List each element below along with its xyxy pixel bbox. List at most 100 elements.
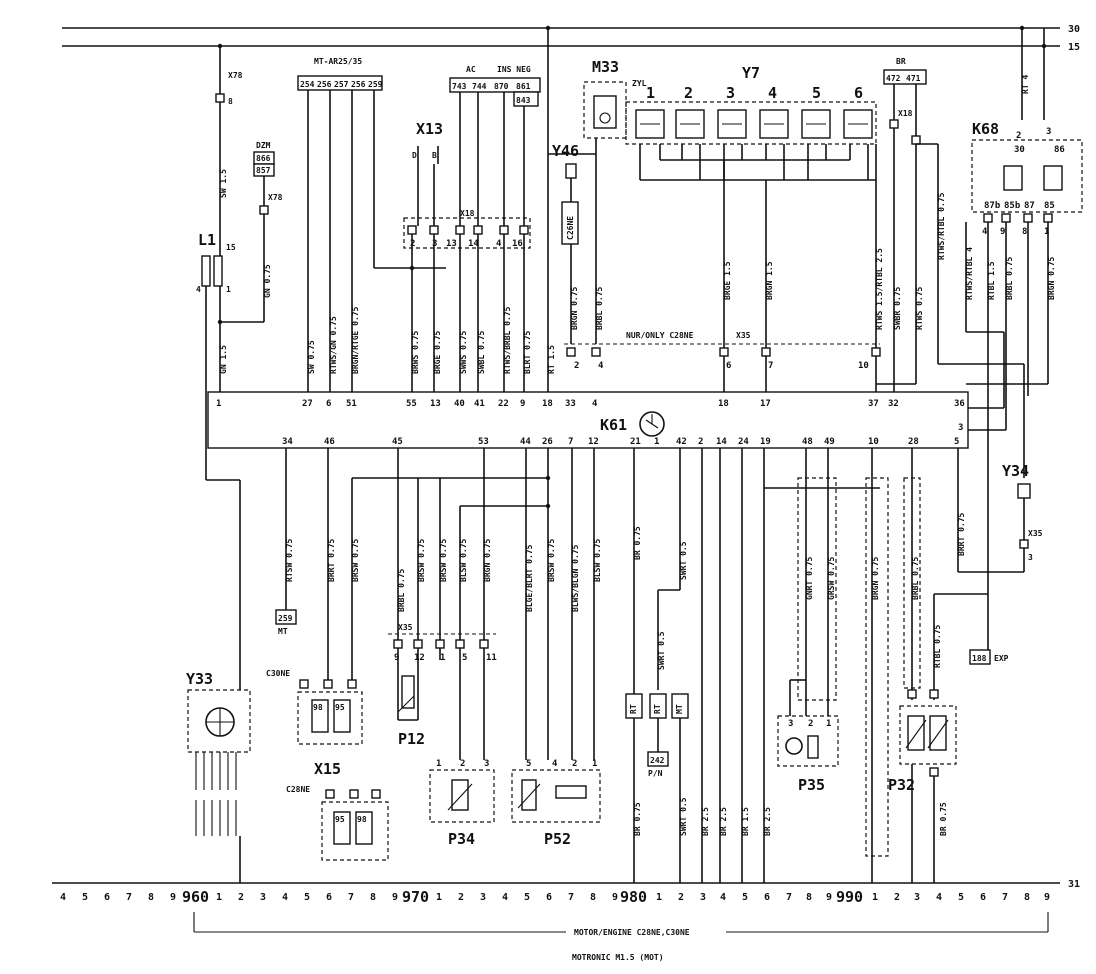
- footer-bracket: MOTOR/ENGINE C28NE,C30NE MOTRONIC M1.5 (…: [193, 912, 1049, 962]
- k61-top-pin-18a: 18: [542, 399, 553, 409]
- wire-label-gnd-br25c: BR 2.5: [763, 807, 772, 836]
- wire-label-brgn-p34: BRGN 0.75: [483, 538, 492, 582]
- wire-label-brgn15: BRGN 1.5: [765, 261, 774, 300]
- k61-top-pin-40: 40: [454, 399, 465, 409]
- mt-ref-259: 259: [368, 80, 383, 89]
- zyl-label: ZYL: [632, 79, 647, 88]
- scale-960: 960: [182, 888, 209, 906]
- wire-label-brsw-b: BRSW 0.75: [439, 538, 448, 582]
- wire-label-rtws-gn: RTWS/GN 0.75: [329, 316, 338, 374]
- svg-text:95: 95: [335, 815, 345, 824]
- wire-label-rtws-rtbl: RTWS 1.5/RTBL 2.5: [875, 248, 884, 330]
- scale-962: 2: [238, 892, 244, 903]
- svg-text:95: 95: [335, 703, 345, 712]
- mt-ref-254: 254: [300, 80, 315, 89]
- svg-text:1: 1: [226, 285, 231, 294]
- scale-976: 6: [546, 892, 552, 903]
- ac-ref-743: 743: [452, 82, 467, 91]
- y46-label: Y46: [552, 142, 579, 160]
- scale-4: 4: [60, 892, 66, 903]
- k68-pin-2: 2: [1016, 131, 1021, 141]
- k68-pin-8: 8: [1022, 227, 1027, 237]
- c30ne-label: C30NE: [266, 669, 290, 678]
- scale-968: 8: [370, 892, 376, 903]
- x18-pin-4: 4: [496, 239, 502, 249]
- x35-mid-pin-2: 2: [574, 361, 579, 371]
- wire-label-rtws-rtbl4: RTWS/RTBL 4: [965, 247, 974, 300]
- ref-242: 242: [650, 756, 665, 765]
- x18-pin-16: 16: [512, 239, 523, 249]
- mt-ar-refs: MT-AR25/35 254 256 257 256 259 SW 0.75 R…: [297, 57, 446, 392]
- wire-label-brbl-m33: BRBL 0.75: [595, 286, 604, 330]
- ref-pn: P/N: [648, 769, 663, 778]
- mt-ref-256a: 256: [317, 80, 332, 89]
- k61-top-pin-17: 17: [760, 399, 771, 409]
- x18-pin-3: 3: [432, 239, 437, 249]
- k61-top-pin-33: 33: [565, 399, 576, 409]
- x15-label: X15: [314, 760, 341, 778]
- k61-label: K61: [600, 416, 627, 434]
- k61-bot-pin-10: 10: [868, 437, 879, 447]
- wire-label-swbr: SWBR 0.75: [893, 286, 902, 330]
- x13-label: X13: [416, 120, 443, 138]
- svg-text:98: 98: [313, 703, 323, 712]
- k61-bot-pin-7: 7: [568, 437, 573, 447]
- scale-9: 9: [170, 892, 176, 903]
- x35-mid-pin-7: 7: [768, 361, 773, 371]
- rail-31-label: 31: [1068, 879, 1080, 890]
- x35-mid-strip: NUR/ONLY C28NE X35 2 4 6 7 10: [564, 331, 881, 371]
- x35-mid-pin-6: 6: [726, 361, 731, 371]
- scale-5: 5: [82, 892, 88, 903]
- wire-label-brsw-p52: BRSW 0.75: [547, 538, 556, 582]
- y33-leads: [195, 752, 237, 836]
- scale-985: 5: [742, 892, 748, 903]
- wire-label-rtws-rtbl075: RTWS/RTBL 0.75: [937, 192, 946, 260]
- k68-relay: RT 4 K68 2 3 30 86 87b 85b 87 85 4 9 8 1…: [965, 25, 1083, 650]
- m33-label: M33: [592, 58, 619, 76]
- svg-text:3: 3: [484, 759, 489, 769]
- scale-995: 5: [958, 892, 964, 903]
- svg-text:2: 2: [572, 759, 577, 769]
- k61-top-pin-27: 27: [302, 399, 313, 409]
- x13-connector: X13 D B: [412, 120, 443, 164]
- k68-pin-86: 86: [1054, 145, 1065, 155]
- x35-mid-pin-4: 4: [598, 361, 604, 371]
- wire-label-brbl-p32: BRBL 0.75: [911, 556, 920, 600]
- cyl-4-label: 4: [768, 84, 777, 102]
- x35-left-pin-9: 9: [394, 653, 399, 663]
- wire-label-gnd-br075a: BR 0.75: [633, 802, 642, 836]
- br-ref-472: 472: [886, 74, 901, 83]
- scale-982: 2: [678, 892, 684, 903]
- svg-text:B: B: [432, 151, 437, 160]
- k61-bot-pin-44: 44: [520, 437, 531, 447]
- br-ref: BR 472 471 X18 SWBR 0.75 RTWS 0.75 RTWS/…: [876, 57, 1024, 392]
- y34-label: Y34: [1002, 462, 1029, 480]
- p52-label: P52: [544, 830, 571, 848]
- x35-left-pin-5: 5: [462, 653, 467, 663]
- k61-control-unit: K61 1 27 6 51 55 13 40 41 22 9 18 33 4 1…: [207, 391, 969, 449]
- wire-label-swrt-42: SWRT 0.5: [679, 541, 688, 580]
- wire-label-brge15: BRGE 1.5: [723, 261, 732, 300]
- k61-bot-pin-53: 53: [478, 437, 489, 447]
- x18-pin-2: 2: [410, 239, 415, 249]
- wire-label-rtsw: RTSW 0.75: [285, 538, 294, 582]
- dzm-ref-857: 857: [256, 166, 271, 175]
- c26ne-label: C26NE: [566, 216, 575, 240]
- bottom-scale: 4 5 6 7 8 9 960 1 2 3 4 5 6 7 8 9 970 1 …: [60, 888, 1050, 906]
- ground-wire-labels: BR 0.75 SWRT 0.5 BR 2.5 BR 2.5 BR 1.5 BR…: [633, 797, 948, 836]
- br-label: BR: [896, 57, 906, 66]
- scale-988: 8: [806, 892, 812, 903]
- wire-label-brge: BRGE 0.75: [433, 330, 442, 374]
- wire-label-brgn-k68: BRGN 0.75: [1047, 256, 1056, 300]
- wire-label-rt15: RT 1.5: [547, 345, 556, 374]
- scale-983: 3: [700, 892, 706, 903]
- k61-bot-pin-28: 28: [908, 437, 919, 447]
- wire-label-brrt-y34: BRRT 0.75: [957, 512, 966, 556]
- scale-7: 7: [126, 892, 132, 903]
- c28ne-label: C28NE: [286, 785, 310, 794]
- ref-exp: EXP: [994, 654, 1009, 663]
- scale-6: 6: [104, 892, 110, 903]
- k61-bot-pin-19: 19: [760, 437, 771, 447]
- k61-bot-pin-2: 2: [698, 437, 703, 447]
- ins-neg-label: INS NEG: [497, 65, 531, 74]
